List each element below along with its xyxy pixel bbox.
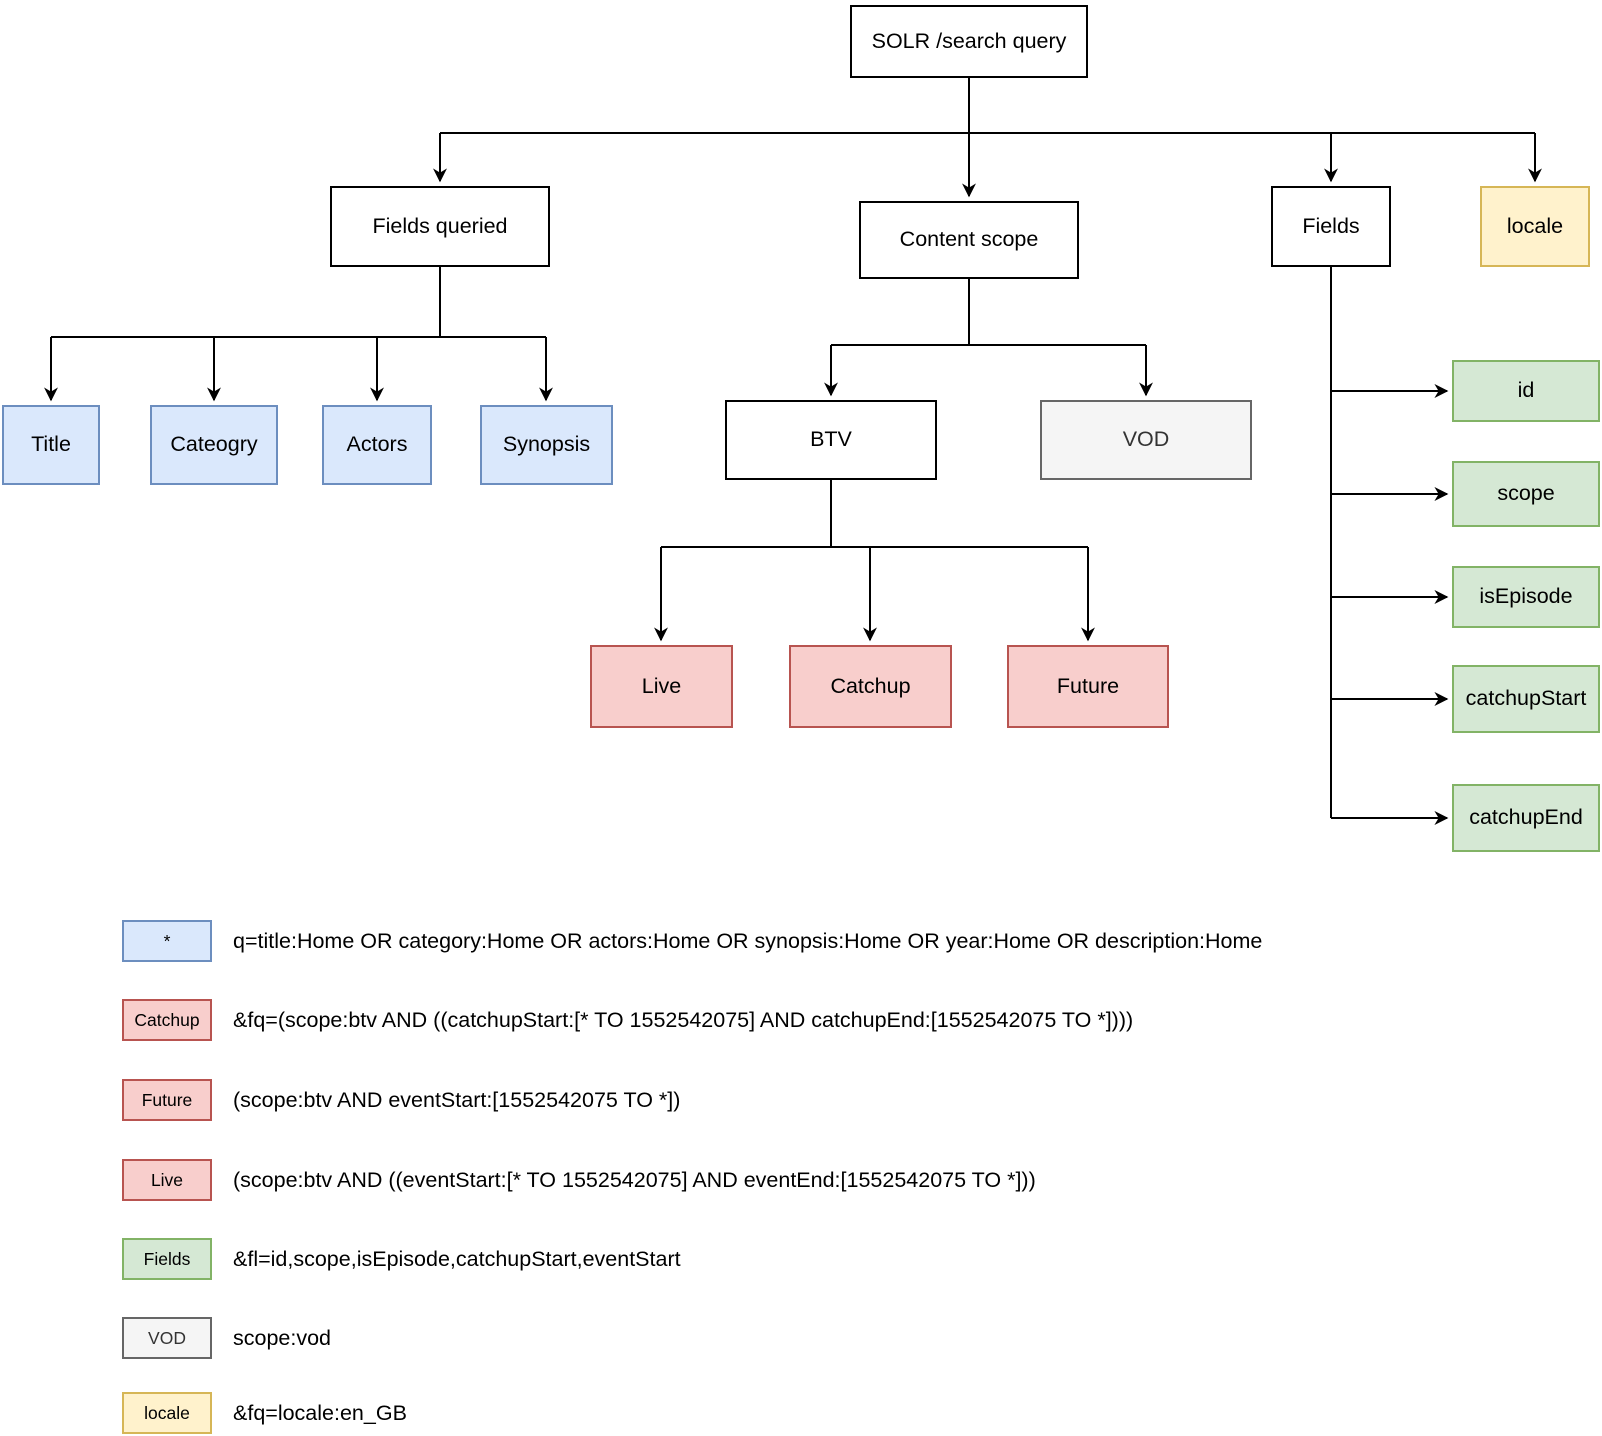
edges-fields-queried-to-fields <box>44 267 553 402</box>
node-live: Live <box>590 645 733 728</box>
legend-swatch-asterisk: * <box>122 920 212 962</box>
node-synopsis: Synopsis <box>480 405 613 485</box>
legend-text-live: (scope:btv AND ((eventStart:[* TO 155254… <box>233 1167 1036 1192</box>
legend-row-query: * q=title:Home OR category:Home OR actor… <box>122 920 1262 962</box>
node-field-catchupstart: catchupStart <box>1452 665 1600 733</box>
legend-text-vod: scope:vod <box>233 1325 332 1350</box>
edges-root-to-branches <box>433 78 1542 198</box>
legend-swatch-locale: locale <box>122 1392 212 1434</box>
node-actors: Actors <box>322 405 432 485</box>
node-catchup: Catchup <box>789 645 952 728</box>
node-field-catchupend: catchupEnd <box>1452 784 1600 852</box>
legend-row-future: Future (scope:btv AND eventStart:[155254… <box>122 1079 680 1121</box>
legend-text-fields: &fl=id,scope,isEpisode,catchupStart,even… <box>233 1246 681 1271</box>
edges-fields-to-returned-fields <box>1330 267 1449 825</box>
node-btv: BTV <box>725 400 937 480</box>
legend-row-catchup: Catchup &fq=(scope:btv AND ((catchupStar… <box>122 999 1133 1041</box>
node-fields-queried: Fields queried <box>330 186 550 267</box>
legend-text-query: q=title:Home OR category:Home OR actors:… <box>233 928 1263 953</box>
legend-text-locale: &fq=locale:en_GB <box>233 1400 407 1425</box>
legend-text-catchup: &fq=(scope:btv AND ((catchupStart:[* TO … <box>233 1007 1134 1032</box>
legend-row-live: Live (scope:btv AND ((eventStart:[* TO 1… <box>122 1159 1036 1201</box>
legend-swatch-catchup: Catchup <box>122 999 212 1041</box>
legend-text-future: (scope:btv AND eventStart:[1552542075 TO… <box>233 1087 681 1112</box>
node-locale: locale <box>1480 186 1590 267</box>
node-solr-search-query: SOLR /search query <box>850 5 1088 78</box>
edges-content-scope-to-scopes <box>824 279 1153 397</box>
node-future: Future <box>1007 645 1169 728</box>
node-field-id: id <box>1452 360 1600 422</box>
node-cateogry: Cateogry <box>150 405 278 485</box>
legend-swatch-fields: Fields <box>122 1238 212 1280</box>
legend-swatch-vod: VOD <box>122 1317 212 1359</box>
node-fields: Fields <box>1271 186 1391 267</box>
node-field-isepisode: isEpisode <box>1452 566 1600 628</box>
node-field-scope: scope <box>1452 461 1600 527</box>
node-vod: VOD <box>1040 400 1252 480</box>
legend-row-locale: locale &fq=locale:en_GB <box>122 1392 407 1434</box>
legend-row-fields: Fields &fl=id,scope,isEpisode,catchupSta… <box>122 1238 681 1280</box>
legend-swatch-live: Live <box>122 1159 212 1201</box>
edges-btv-to-modes <box>654 480 1095 642</box>
node-content-scope: Content scope <box>859 201 1079 279</box>
node-title: Title <box>2 405 100 485</box>
legend-swatch-future: Future <box>122 1079 212 1121</box>
legend-row-vod: VOD scope:vod <box>122 1317 331 1359</box>
